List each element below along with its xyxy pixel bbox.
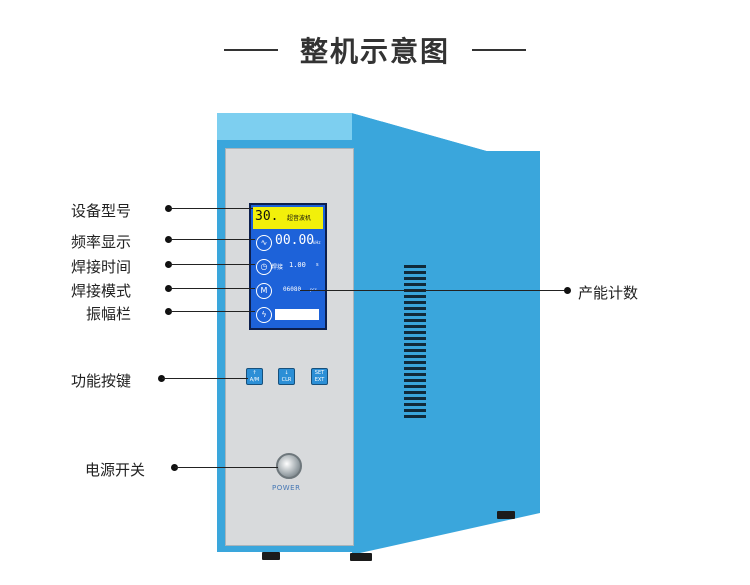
leader-count <box>300 290 567 291</box>
title-right-line <box>472 49 526 51</box>
foot-back <box>497 511 515 519</box>
leader-frequency <box>169 239 255 240</box>
label-weld-mode: 焊接模式 <box>71 282 132 300</box>
leader-amplitude <box>169 311 255 312</box>
screen-count-value: 06080 <box>283 286 302 293</box>
exit-label: EXT <box>314 377 325 383</box>
screen-freq-unit: kHz <box>313 240 321 245</box>
auto-manual-button[interactable]: ↑ A/M <box>246 368 263 385</box>
leader-model <box>169 208 253 209</box>
dot-model <box>165 205 172 212</box>
label-frequency: 频率显示 <box>71 233 132 251</box>
label-power-switch: 电源开关 <box>85 461 146 479</box>
label-function-keys: 功能按键 <box>71 372 132 390</box>
dot-amplitude <box>165 308 172 315</box>
label-weld-time: 焊接时间 <box>71 258 132 276</box>
label-count: 产能计数 <box>578 284 639 302</box>
clear-label: CLR <box>281 377 292 383</box>
screen-row-frequency: ∿ 00.00 kHz <box>253 232 323 254</box>
screen-model-text: 超音波机 <box>287 215 312 222</box>
screen-time-value: 1.00 <box>289 261 306 269</box>
foot-left <box>262 552 280 560</box>
leader-weld-mode <box>169 288 255 289</box>
vent-slots <box>404 265 426 418</box>
clock-icon: ◷ <box>256 259 272 275</box>
leader-weld-time <box>169 264 255 265</box>
screen-freq-value: 00.00 <box>275 233 315 248</box>
screen-time-label: 焊接 <box>271 264 284 271</box>
screen-row-amplitude: ϟ <box>253 304 323 326</box>
machine-side-face <box>352 113 540 553</box>
screen-time-unit: s <box>316 262 319 268</box>
power-switch[interactable] <box>276 453 302 479</box>
set-label: SET <box>314 370 325 376</box>
wave-icon: ∿ <box>256 235 272 251</box>
auto-manual-label: A/M <box>249 377 260 383</box>
dot-power-switch <box>171 464 178 471</box>
dot-weld-time <box>165 261 172 268</box>
clear-button[interactable]: ↓ CLR <box>278 368 295 385</box>
mode-icon: M <box>256 283 272 299</box>
dot-count <box>564 287 571 294</box>
screen-count-unit: pcs <box>310 287 317 292</box>
amplitude-bar <box>275 309 319 320</box>
screen-row-weld-time: ◷ 焊接 1.00 s <box>253 256 323 278</box>
screen-row-weld-mode: M 06080 pcs <box>253 280 323 302</box>
set-button[interactable]: SET EXT <box>311 368 328 385</box>
label-amplitude: 振幅栏 <box>86 305 132 323</box>
screen-model-value: 30. <box>255 209 279 224</box>
label-model: 设备型号 <box>71 202 132 220</box>
title-left-line <box>224 49 278 51</box>
leader-function-keys <box>162 378 248 379</box>
dot-function-keys <box>158 375 165 382</box>
power-label: POWER <box>272 484 301 492</box>
foot-middle <box>350 553 372 561</box>
leader-power-switch <box>175 467 278 468</box>
lcd-screen: 30. 超音波机 ∿ 00.00 kHz ◷ 焊接 1.00 s M 06080… <box>249 203 327 330</box>
title-bar: 整机示意图 <box>0 28 750 68</box>
screen-row-model: 30. 超音波机 <box>253 207 323 229</box>
arrow-down-icon: ↓ <box>284 370 289 376</box>
dot-frequency <box>165 236 172 243</box>
lightning-icon: ϟ <box>256 307 272 323</box>
dot-weld-mode <box>165 285 172 292</box>
arrow-up-icon: ↑ <box>252 370 257 376</box>
page-title: 整机示意图 <box>299 35 450 68</box>
